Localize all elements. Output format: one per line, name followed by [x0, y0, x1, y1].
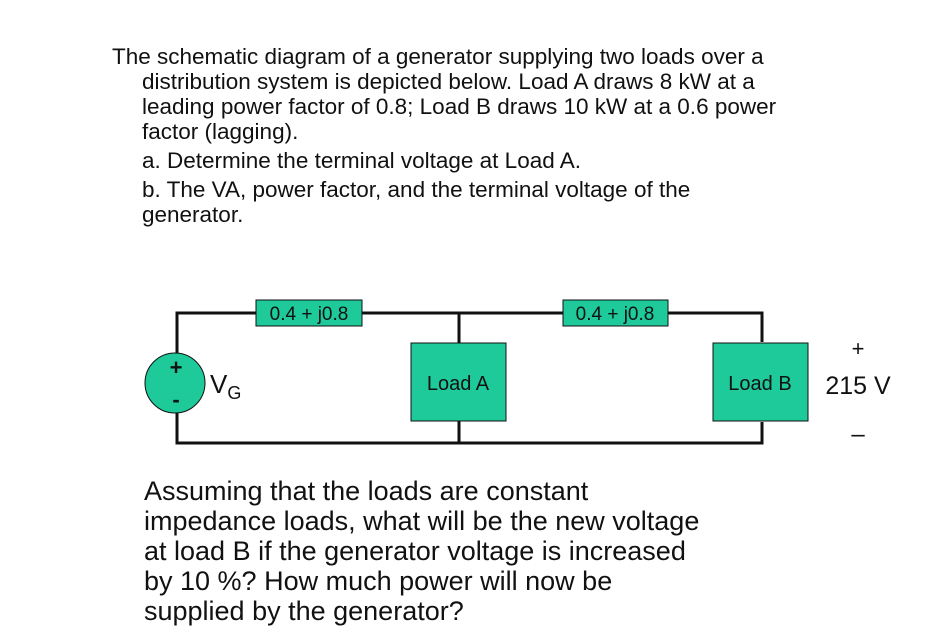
- line-impedance-1-label: 0.4 + j0.8: [270, 304, 349, 325]
- problem-line-4: factor (lagging).: [142, 119, 299, 144]
- question-part-b-cont: generator.: [142, 202, 244, 227]
- source-label-subscript: G: [227, 383, 241, 403]
- load-b-label: Load B: [728, 373, 791, 395]
- problem-line-2: distribution system is depicted below. L…: [142, 69, 755, 94]
- load-a-box: [410, 342, 507, 422]
- top-wire-right: [668, 311, 764, 342]
- voltage-source-icon: [144, 352, 206, 414]
- load-b-minus-sign: –: [851, 421, 865, 448]
- source-label: VG: [210, 369, 241, 403]
- source-label-v: V: [210, 369, 228, 399]
- followup-line-1: Assuming that the loads are constant: [144, 476, 589, 506]
- load-b-plus-sign: +: [852, 336, 865, 361]
- line-impedance-2: [562, 299, 669, 327]
- bottom-wire: [175, 413, 764, 445]
- source-minus-sign: -: [172, 387, 179, 412]
- problem-statement: The schematic diagram of a generator sup…: [112, 44, 902, 227]
- problem-line-1: The schematic diagram of a generator sup…: [112, 44, 764, 69]
- source-plus-sign: +: [170, 355, 183, 380]
- line-impedance-2-label: 0.4 + j0.8: [576, 304, 655, 325]
- top-wire-left: [175, 311, 256, 353]
- followup-line-2: impedance loads, what will be the new vo…: [144, 506, 700, 536]
- load-b-voltage: 215 V: [825, 372, 891, 400]
- followup-line-5: supplied by the generator?: [144, 596, 464, 626]
- question-part-a: a. Determine the terminal voltage at Loa…: [142, 148, 582, 173]
- wires: [175, 311, 764, 445]
- load-a-label: Load A: [427, 373, 490, 395]
- question-part-b: b. The VA, power factor, and the termina…: [142, 177, 691, 202]
- problem-line-3: leading power factor of 0.8; Load B draw…: [142, 94, 777, 119]
- followup-line-4: by 10 %? How much power will now be: [144, 566, 613, 596]
- followup-line-3: at load B if the generator voltage is in…: [144, 536, 686, 566]
- line-impedance-1: [255, 299, 363, 327]
- load-b-box: [712, 342, 809, 422]
- followup-question: Assuming that the loads are constant imp…: [144, 476, 824, 626]
